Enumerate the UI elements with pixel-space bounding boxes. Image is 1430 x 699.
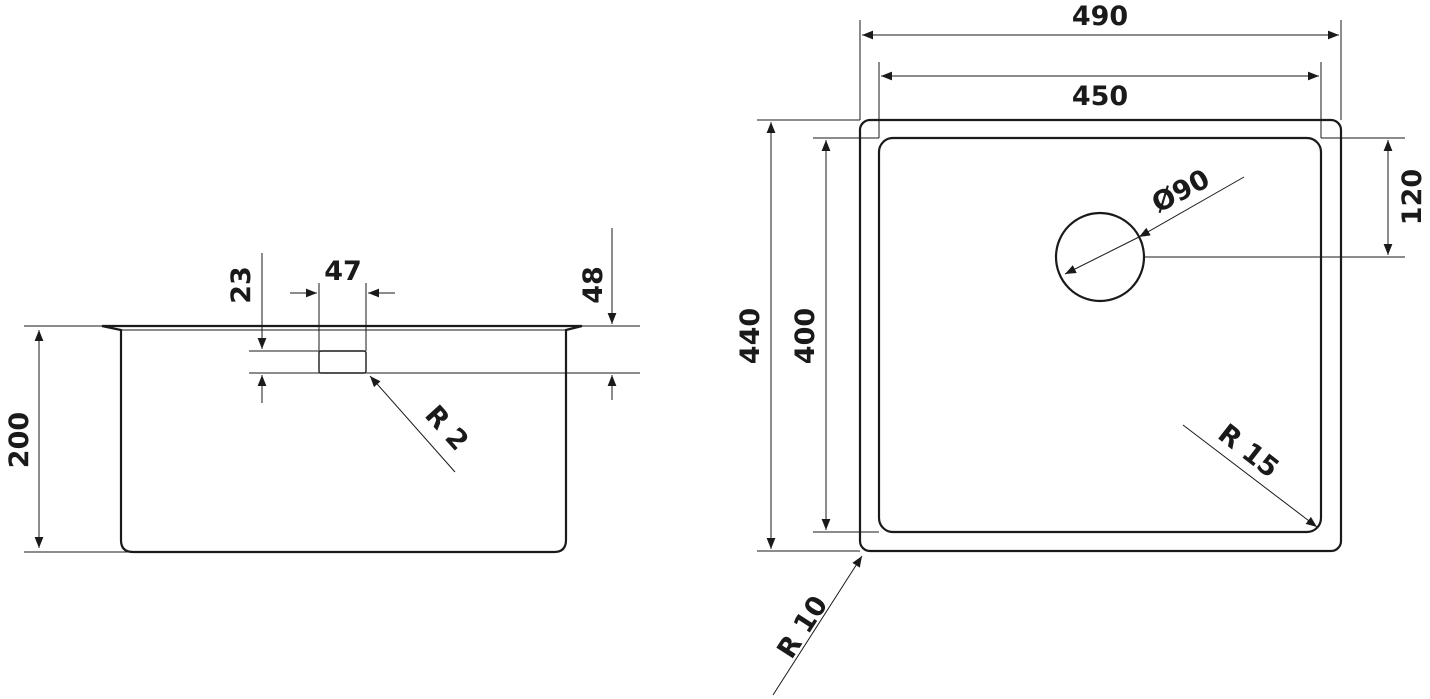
outlet-profile <box>318 350 367 374</box>
dim-outer-depth-440: 440 <box>735 119 860 552</box>
label-23: 23 <box>226 266 257 304</box>
label-450: 450 <box>1072 81 1128 112</box>
dim-radius-r10: R 10 <box>771 555 863 696</box>
side-view: 200 23 47 48 R 2 <box>4 228 640 554</box>
dim-height-200: 200 <box>4 325 135 553</box>
label-47: 47 <box>324 256 362 287</box>
label-r2: R 2 <box>418 400 474 457</box>
sink-side-profile <box>101 324 583 554</box>
label-490: 490 <box>1072 1 1128 32</box>
dim-rim-48: 48 <box>578 228 640 400</box>
label-200: 200 <box>4 412 35 468</box>
dim-outer-width-490: 490 <box>859 1 1342 120</box>
dim-inner-depth-400: 400 <box>790 137 879 533</box>
label-48: 48 <box>578 266 609 304</box>
label-120: 120 <box>1397 169 1428 225</box>
label-r10: R 10 <box>771 591 834 665</box>
label-diameter-90: Ø90 <box>1147 164 1215 220</box>
label-400: 400 <box>790 308 821 364</box>
label-440: 440 <box>735 308 766 364</box>
dim-radius-r15: R 15 <box>1182 418 1318 528</box>
top-view: 490 450 440 400 120 <box>735 1 1428 696</box>
sink-outer-rim <box>858 118 1343 553</box>
dim-inner-width-450: 450 <box>878 62 1322 138</box>
dim-outlet-width-47: 47 <box>290 256 395 351</box>
dim-radius-r2: R 2 <box>369 375 474 473</box>
dim-outlet-depth-23: 23 <box>226 253 640 403</box>
sink-inner-bowl <box>877 136 1323 534</box>
dim-drain-offset-120: 120 <box>1144 137 1428 258</box>
